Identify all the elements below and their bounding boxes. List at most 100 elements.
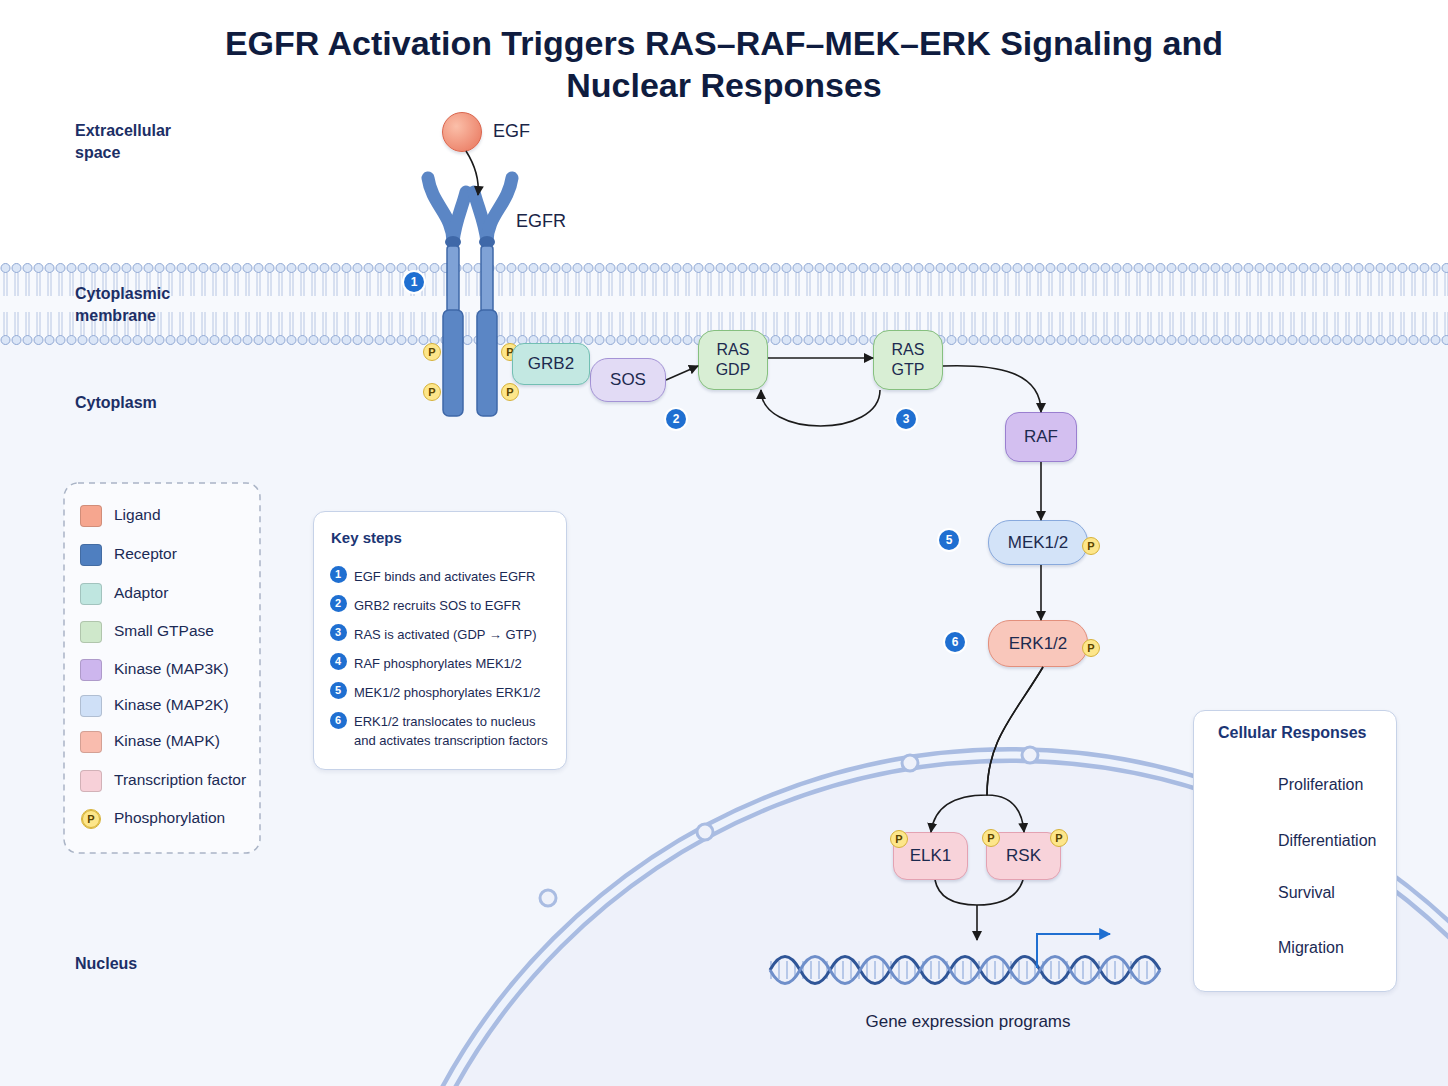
signal-arrow (768, 357, 873, 359)
gtpase-box: RAS GTP (873, 330, 943, 390)
node-label: ERK1/2 (1009, 634, 1068, 654)
callout-number: 2 (666, 409, 686, 429)
signal-arrow (931, 667, 1043, 832)
signal-arrow (466, 151, 478, 195)
node-label: GRB2 (528, 354, 574, 374)
receptor-label: EGFR (516, 211, 566, 232)
kinase-box: RAF (1005, 412, 1077, 462)
signal-arrow (666, 366, 698, 380)
node-label: RAS GDP (711, 340, 755, 380)
legend-swatch (80, 544, 102, 566)
step-number: 6 (330, 712, 347, 729)
step-text: ERK1/2 translocates to nucleus and activ… (354, 712, 559, 750)
legend-swatch (80, 731, 102, 753)
nuclear-pore (902, 755, 918, 771)
step-text: RAF phosphorylates MEK1/2 (354, 654, 559, 673)
dna-strand (770, 957, 1160, 984)
panel-heading: Cellular Responses (1218, 724, 1367, 742)
transmembrane-helix (481, 246, 493, 312)
response-text: Migration (1278, 939, 1344, 957)
node-label: SOS (610, 370, 646, 390)
signal-arrow (987, 667, 1043, 832)
caption-label: Gene expression programs (818, 1012, 1118, 1032)
legend-text: Kinase (MAP3K) (114, 660, 229, 678)
phospho-mark: P (423, 383, 441, 401)
ligand-circle: EGF (442, 112, 482, 152)
node-label: MEK1/2 (1008, 533, 1068, 553)
nuclear-pore (540, 890, 556, 906)
key-steps-panel: Key stepsEGF binds and activates EGFRGRB… (313, 511, 567, 770)
nuclear-pore (697, 824, 713, 840)
node-label: RAF (1024, 427, 1058, 447)
kinase-box: MEK1/2 (988, 520, 1088, 565)
legend-text: Kinase (MAPK) (114, 732, 220, 750)
step-text: GRB2 recruits SOS to EGFR (354, 596, 559, 615)
kinase-box: ERK1/2 (988, 620, 1088, 667)
legend-text: Transcription factor (114, 771, 246, 789)
merge-line (935, 880, 1023, 905)
ligand-label: EGF (493, 121, 530, 142)
signal-arrow (943, 366, 1041, 412)
legend-text: Receptor (114, 545, 177, 563)
legend-frame (64, 483, 260, 853)
signal-arrow (761, 390, 880, 426)
phospho-mark: P (1082, 639, 1100, 657)
signal-arrow (1040, 565, 1042, 620)
step-number: 5 (330, 682, 347, 699)
gef-box: SOS (590, 358, 666, 402)
step-number: 1 (330, 566, 347, 583)
merge-arrow (976, 905, 978, 940)
step-number: 3 (330, 624, 347, 641)
adaptor-box: GRB2 (512, 343, 590, 385)
responses-panel: Cellular ResponsesProliferationDifferent… (1193, 710, 1397, 992)
phospho-mark: P (890, 830, 908, 848)
legend-phospho-mark: P (82, 810, 100, 828)
callout-number: 6 (945, 632, 965, 652)
dna-strand (770, 957, 1160, 984)
node-label: RAS GTP (886, 340, 930, 380)
legend-swatch (80, 505, 102, 527)
node-label: RSK (1006, 846, 1041, 866)
receptor-arm (453, 192, 466, 242)
legend-text: Ligand (114, 506, 161, 524)
transcription-start-arrow (1037, 934, 1110, 968)
diagram-title: EGFR Activation Triggers RAS–RAF–MEK–ERK… (174, 22, 1274, 106)
phospho-mark: P (423, 343, 441, 361)
legend-swatch (80, 583, 102, 605)
region-label: Cytoplasmic membrane (75, 283, 185, 327)
region-label: Cytoplasm (75, 392, 185, 414)
legend-swatch (80, 770, 102, 792)
transmembrane-helix (447, 246, 459, 312)
step-text: RAS is activated (GDP → GTP) (354, 625, 559, 644)
response-text: Survival (1278, 884, 1335, 902)
callout-number: 5 (939, 530, 959, 550)
legend-swatch (80, 695, 102, 717)
gtpase-box: RAS GDP (698, 330, 768, 390)
kinase-domain (443, 310, 463, 416)
legend-swatch (80, 621, 102, 643)
kinase-domain (477, 310, 497, 416)
legend-text: Kinase (MAP2K) (114, 696, 229, 714)
legend-text: Adaptor (114, 584, 168, 602)
egfr-receptor (428, 178, 512, 416)
callout-number: 3 (896, 409, 916, 429)
response-text: Differentiation (1278, 832, 1376, 850)
callout-number: 1 (404, 272, 424, 292)
response-text: Proliferation (1278, 776, 1363, 794)
step-text: EGF binds and activates EGFR (354, 567, 559, 586)
region-label: Extracellular space (75, 120, 185, 164)
node-label: ELK1 (910, 846, 952, 866)
legend-text: Phosphorylation (114, 809, 225, 827)
receptor-arm (487, 178, 512, 242)
step-text: MEK1/2 phosphorylates ERK1/2 (354, 683, 559, 702)
phospho-mark: P (982, 829, 1000, 847)
legend-swatch (80, 659, 102, 681)
phospho-mark: P (1050, 829, 1068, 847)
step-number: 4 (330, 653, 347, 670)
legend-text: Small GTPase (114, 622, 214, 640)
signal-arrow (1040, 462, 1042, 520)
nuclear-pore (1022, 747, 1038, 763)
